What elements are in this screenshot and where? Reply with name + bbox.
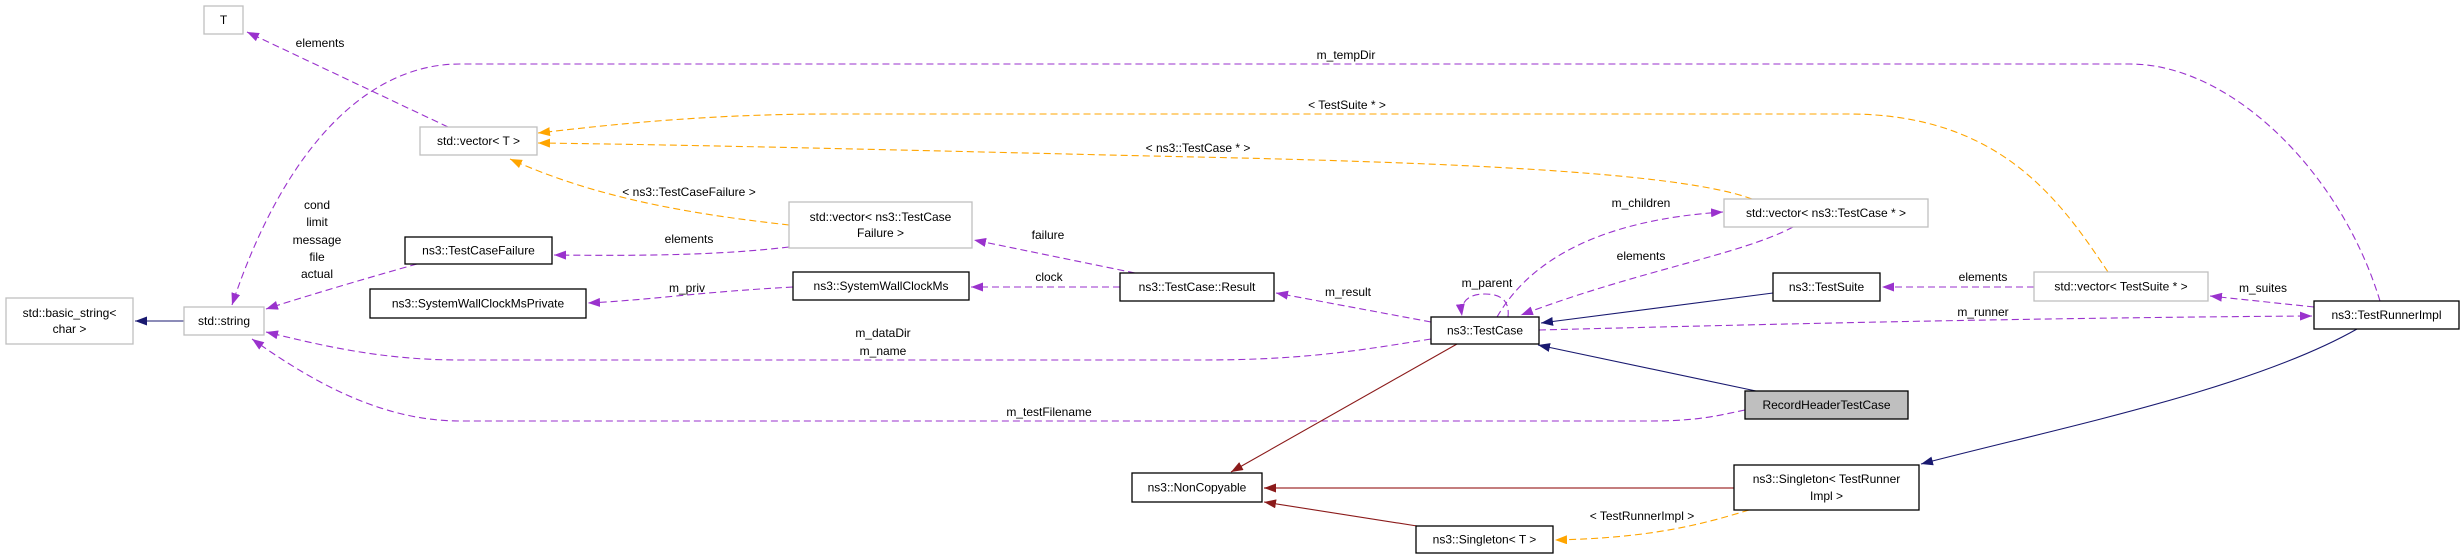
edge-label: elements <box>296 36 345 50</box>
edge-result <box>1275 290 1432 323</box>
edge-test-suite-template <box>537 113 2109 273</box>
edge-temp-dir <box>231 63 2381 306</box>
node-test-suite[interactable]: ns3::TestSuite <box>1772 272 1881 302</box>
edge-label: elements <box>1617 249 1666 263</box>
edge-label: < ns3::TestCaseFailure > <box>622 185 755 199</box>
node-label: ns3::Singleton< T > <box>1433 533 1537 547</box>
node-label: ns3::SystemWallClockMs <box>814 279 949 293</box>
node-basic-string[interactable]: std::basic_string< char > <box>5 297 134 345</box>
edge-failure-elements <box>553 246 790 260</box>
node-label: Impl > <box>1810 489 1843 503</box>
edge-label: elements <box>1959 270 2008 284</box>
edge-label: m_tempDir <box>1317 48 1376 62</box>
node-label: ns3::NonCopyable <box>1148 481 1247 495</box>
edge-inherit-record-header <box>1537 343 1757 392</box>
edge-noncopyable-singleton-t <box>1263 499 1418 527</box>
edge-vector-t-elements <box>246 31 449 128</box>
edge-test-case-template <box>537 138 1753 200</box>
edge-label: limit <box>306 215 328 229</box>
node-test-case-result[interactable]: ns3::TestCase::Result <box>1119 272 1275 302</box>
edge-runner <box>1538 311 2313 331</box>
edge-inherit-test-suite <box>1540 292 1774 326</box>
node-test-case-failure[interactable]: ns3::TestCaseFailure <box>404 236 553 265</box>
node-label: ns3::SystemWallClockMsPrivate <box>392 297 565 311</box>
node-label: ns3::TestCaseFailure <box>422 244 535 258</box>
edge-label: m_parent <box>1462 276 1513 290</box>
edge-label: m_suites <box>2239 281 2287 295</box>
nodes: T std::vector< T > std::basic_string< ch… <box>5 5 2460 554</box>
edge-label: m_dataDir <box>855 326 910 340</box>
node-label: ns3::TestCase <box>1447 324 1523 338</box>
node-singleton-test-runner-impl[interactable]: ns3::Singleton< TestRunner Impl > <box>1733 464 1920 511</box>
edge-label: < TestRunnerImpl > <box>1590 509 1695 523</box>
edge-children <box>1496 208 1724 318</box>
edge-label: m_children <box>1612 196 1671 210</box>
node-system-wall-clock-ms-private[interactable]: ns3::SystemWallClockMsPrivate <box>369 288 587 319</box>
edge-label: failure <box>1032 228 1065 242</box>
edge-label: m_name <box>860 344 907 358</box>
edge-label: elements <box>665 232 714 246</box>
edges <box>135 31 2381 545</box>
edge-label: message <box>293 233 342 247</box>
node-label: std::vector< T > <box>437 134 520 148</box>
edge-failure-strings <box>265 263 418 310</box>
node-label: ns3::Singleton< TestRunner <box>1753 472 1901 486</box>
edge-label: file <box>309 250 325 264</box>
node-string[interactable]: std::string <box>183 306 265 336</box>
edge-priv <box>587 286 794 307</box>
edge-noncopyable-test-case <box>1230 343 1458 473</box>
node-label: ns3::TestRunnerImpl <box>2331 308 2441 322</box>
node-record-header-test-case[interactable]: RecordHeaderTestCase <box>1744 390 1909 420</box>
node-vector-t[interactable]: std::vector< T > <box>419 126 538 156</box>
node-label: std::string <box>198 314 250 328</box>
edge-label: m_testFilename <box>1006 405 1092 419</box>
edge-label: m_runner <box>1957 305 2008 319</box>
edge-labels: elements m_tempDir < TestSuite * > < ns3… <box>293 36 2287 523</box>
node-label: ns3::TestSuite <box>1789 280 1865 294</box>
node-label: std::vector< ns3::TestCase <box>810 210 952 224</box>
edge-failure <box>973 238 1136 274</box>
edge-label: < TestSuite * > <box>1308 98 1386 112</box>
node-system-wall-clock-ms[interactable]: ns3::SystemWallClockMs <box>792 271 970 301</box>
edge-label: cond <box>304 198 330 212</box>
edge-suites <box>2209 292 2315 308</box>
node-label: Failure > <box>857 226 904 240</box>
edge-label: actual <box>301 267 333 281</box>
node-test-runner-impl[interactable]: ns3::TestRunnerImpl <box>2313 300 2460 330</box>
node-label: ns3::TestCase::Result <box>1139 280 1256 294</box>
node-singleton-t[interactable]: ns3::Singleton< T > <box>1415 525 1554 554</box>
node-non-copyable[interactable]: ns3::NonCopyable <box>1131 472 1263 503</box>
node-vector-test-suite-ptr[interactable]: std::vector< TestSuite * > <box>2033 271 2209 302</box>
node-t[interactable]: T <box>203 5 244 35</box>
edge-label: m_priv <box>669 281 705 295</box>
edge-label: < ns3::TestCase * > <box>1146 141 1251 155</box>
edge-test-case-elements <box>1520 226 1794 316</box>
edge-label: m_result <box>1325 285 1372 299</box>
node-label: RecordHeaderTestCase <box>1762 398 1890 412</box>
node-label: T <box>220 13 228 27</box>
edge-label: clock <box>1035 270 1063 284</box>
edge-test-case-failure-template <box>509 158 790 226</box>
node-test-case[interactable]: ns3::TestCase <box>1430 316 1540 345</box>
edge-singleton-template <box>1554 509 1750 545</box>
node-label: std::basic_string< <box>23 306 117 320</box>
node-vector-test-case-ptr[interactable]: std::vector< ns3::TestCase * > <box>1723 198 1929 228</box>
node-label: std::vector< TestSuite * > <box>2054 280 2187 294</box>
node-label: char > <box>53 322 87 336</box>
edge-data-dir-name <box>265 330 1432 361</box>
node-vector-test-case-failure[interactable]: std::vector< ns3::TestCase Failure > <box>788 201 973 249</box>
edge-parent <box>1455 293 1509 318</box>
edge-inherit-singleton <box>1920 328 2358 466</box>
edge-test-filename <box>251 338 1746 422</box>
node-label: std::vector< ns3::TestCase * > <box>1746 206 1906 220</box>
